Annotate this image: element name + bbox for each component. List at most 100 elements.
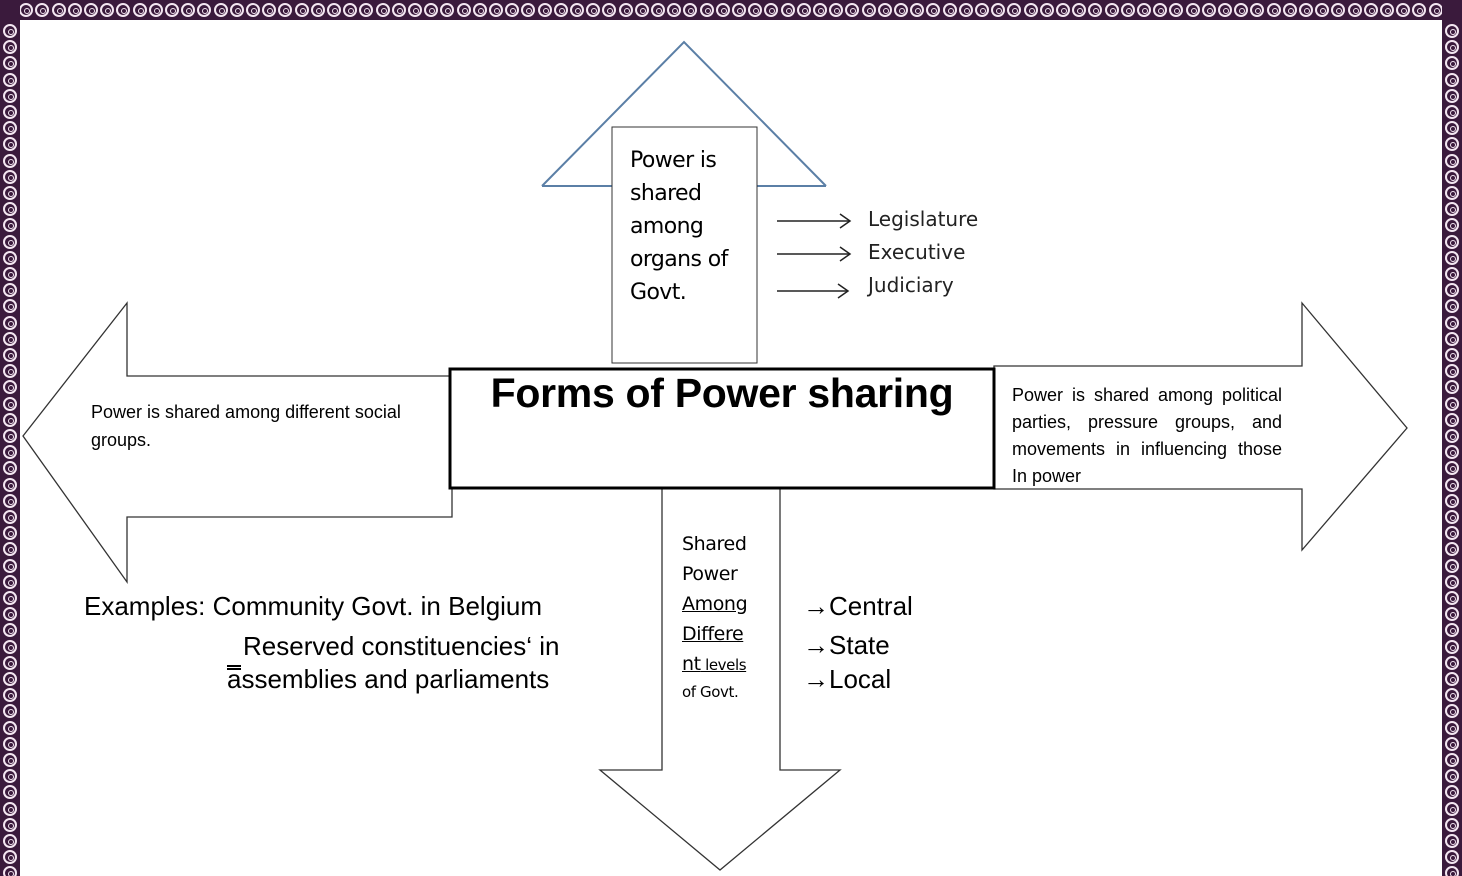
border-swirl [1445,493,1459,508]
border-swirl [894,3,908,17]
border-swirl [1412,3,1427,17]
border-swirl [3,267,17,281]
border-swirl [764,3,779,17]
border-swirl [343,3,358,17]
diagram-title: Forms of Power sharing [490,370,954,416]
border-swirl [3,753,17,767]
border-swirl [1445,412,1459,427]
border-swirl [3,153,17,168]
border-swirl [3,704,17,719]
border-swirl [3,380,17,395]
border-swirl [3,769,17,784]
levels-label-line: Among [682,593,748,615]
border-swirl [521,3,536,17]
border-swirl [3,40,17,55]
border-swirl [3,283,17,298]
border-swirl [327,3,341,17]
border-swirl [181,3,196,17]
border-swirl [1445,558,1459,573]
bullet-mark [227,665,241,670]
border-swirl [3,412,17,427]
border-swirl [294,3,309,17]
border-swirl [1445,153,1459,168]
organs-label-line: shared [630,181,702,206]
border-swirl [1445,720,1459,735]
border-swirl [35,3,50,17]
decorative-border-right [1442,0,1462,876]
border-swirl [667,3,682,17]
border-swirl [197,3,212,17]
border-swirl [472,3,487,17]
border-swirl [1445,250,1459,265]
border-swirl [3,672,17,686]
border-swirl [3,234,17,249]
border-swirl [3,510,17,524]
border-swirl [3,558,17,573]
border-swirl [424,3,439,17]
border-swirl [100,3,115,17]
border-swirl [1445,672,1459,686]
border-swirl [1218,3,1232,17]
border-swirl [1153,3,1168,17]
border-swirl [618,3,633,17]
border-swirl [1445,461,1459,476]
border-swirl [958,3,973,17]
border-swirl [3,591,17,605]
border-swirl [1445,542,1459,557]
levels-label-line: nt levels [682,649,766,680]
examples-line-2: Reserved constituencies‘ in [243,631,560,661]
border-swirl [1445,623,1459,638]
border-swirl [570,3,584,17]
border-swirl [991,3,1006,17]
border-swirl [1445,736,1459,751]
border-swirl [1445,639,1459,654]
border-swirl [1185,3,1200,17]
border-swirl [1445,72,1459,87]
border-swirl [1445,24,1459,38]
border-swirl [3,461,17,476]
decorative-border-left [0,0,20,876]
border-swirl [1445,769,1459,784]
border-swirl [1445,396,1459,411]
border-swirl [440,3,455,17]
border-swirl [489,3,503,17]
border-swirl [116,3,131,17]
examples-line-3: assemblies and parliaments [227,664,550,694]
border-swirl [1396,3,1411,17]
border-swirl [132,3,147,17]
border-swirl [1445,105,1459,119]
border-swirl [1445,753,1459,767]
border-swirl [165,3,179,17]
border-swirl [3,331,17,346]
border-swirl [1445,785,1459,800]
border-swirl [84,3,98,17]
border-swirl [910,3,925,17]
border-swirl [3,88,17,103]
border-swirl [505,3,520,17]
border-swirl [1137,3,1151,17]
border-swirl [3,688,17,703]
border-swirl [3,785,17,800]
border-swirl [813,3,827,17]
border-swirl [3,477,17,492]
border-swirl [1169,3,1184,17]
border-swirl [3,299,17,314]
border-swirl [3,639,17,654]
border-swirl [3,801,17,816]
border-swirl [456,3,471,17]
arrow-up-head [541,40,827,187]
border-swirl [3,24,17,38]
border-swirl [1445,88,1459,103]
levels-label-line: Shared [682,533,747,555]
border-swirl [1445,574,1459,589]
border-swirl [3,655,17,670]
border-swirl [1104,3,1119,17]
border-swirl [877,3,892,17]
border-swirl [1445,137,1459,152]
border-swirl [3,56,17,71]
border-swirl [1445,801,1459,816]
border-swirl [1445,817,1459,832]
border-swirl [1445,267,1459,281]
border-swirl [278,3,293,17]
border-swirl [3,850,17,865]
